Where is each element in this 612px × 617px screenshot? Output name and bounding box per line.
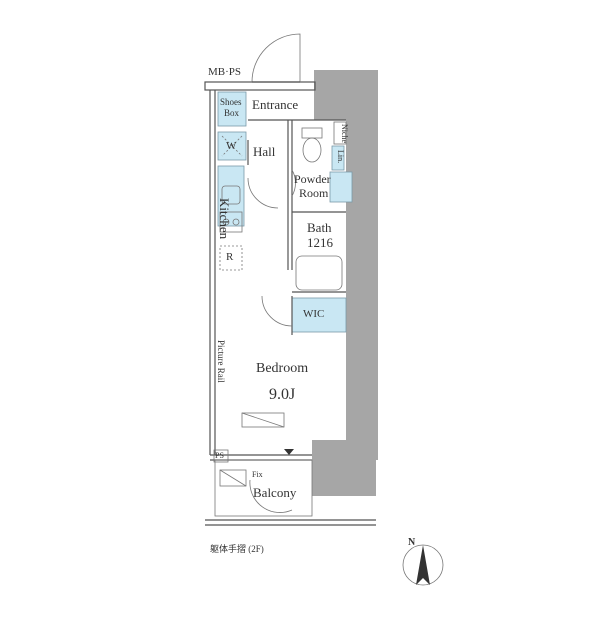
label-bath-size: 1216: [307, 235, 333, 250]
toilet-tank: [301, 127, 323, 139]
label-linen: Lin.: [336, 150, 345, 164]
ps-box: [213, 449, 229, 463]
north-arrow-icon: [416, 545, 430, 585]
wall-top-mbps: [204, 81, 316, 91]
label-wic: WIC: [303, 308, 325, 320]
kitchen-door-swing: [247, 177, 279, 209]
linen-cabinet: [331, 145, 345, 171]
label-ps-small: PS: [215, 451, 224, 460]
outdoor-unit-line: [219, 469, 247, 487]
window-arrow-icon: [284, 449, 294, 455]
refrigerator-space: [219, 245, 243, 271]
niche: [333, 121, 347, 145]
stove: [219, 211, 243, 233]
burner-right: [232, 218, 240, 226]
label-fix: Fix: [252, 470, 263, 479]
balcony-door-swing: [249, 479, 293, 513]
label-handrail-note: 躯体手摺 (2F): [210, 544, 264, 554]
structure-column-bottom: [312, 440, 376, 496]
label-kitchen: Kitchen: [217, 198, 232, 240]
washer-outline: [221, 135, 243, 157]
air-conditioner: [241, 412, 285, 428]
bathtub: [295, 255, 343, 291]
entrance-door-swing: [251, 33, 301, 83]
label-niche: Niche: [340, 124, 349, 144]
label-powder-room-1: Powder: [294, 172, 331, 186]
kitchen-sink: [221, 185, 241, 205]
label-mbps: MB·PS: [208, 66, 242, 78]
shoes-box: [217, 91, 247, 127]
label-balcony: Balcony: [253, 485, 297, 500]
outdoor-unit: [219, 469, 247, 487]
structure-wall-right-outer: [364, 70, 378, 460]
balcony-area: [214, 459, 313, 517]
wash-basin: [329, 171, 353, 203]
label-washer: W: [226, 140, 237, 152]
label-bedroom: Bedroom: [256, 361, 309, 376]
label-picture-rail: Picture Rail: [216, 340, 226, 383]
burner-left: [222, 218, 230, 226]
air-conditioner-line: [241, 412, 285, 428]
wic-door-swing: [261, 295, 293, 327]
label-bedroom-size: 9.0J: [269, 386, 296, 403]
label-entrance: Entrance: [252, 97, 299, 112]
structure-wall-right: [346, 70, 364, 460]
label-shoes-box-1: Shoes: [220, 97, 242, 107]
toilet: [302, 137, 322, 163]
label-refrigerator: R: [226, 251, 234, 263]
label-hall: Hall: [253, 144, 276, 159]
label-powder-room-2: Room: [299, 186, 329, 200]
powder-door-swing: [291, 169, 296, 197]
label-north: N: [408, 537, 416, 548]
label-bath: Bath: [307, 220, 332, 235]
label-shoes-box-2: Box: [224, 108, 240, 118]
